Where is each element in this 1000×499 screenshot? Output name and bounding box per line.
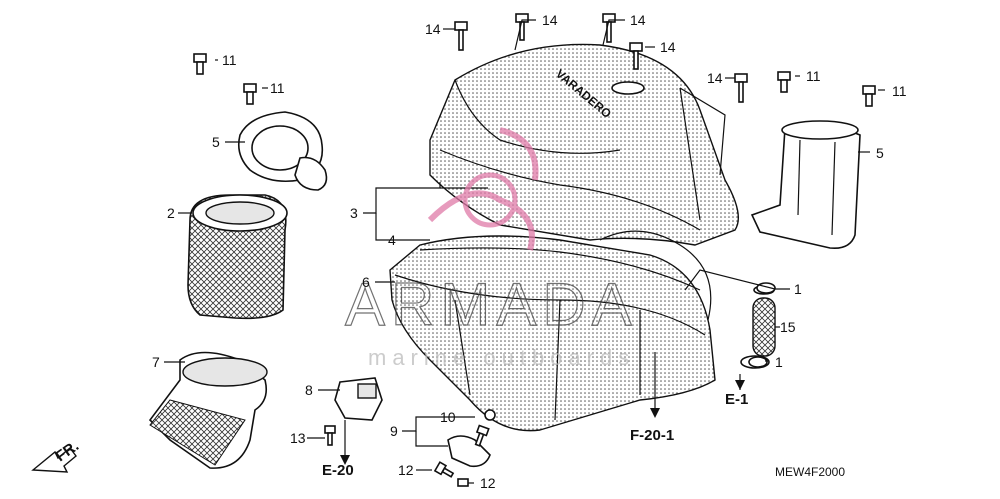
callout-2[interactable]: 2 <box>167 205 175 221</box>
ref-e-20[interactable]: E-20 <box>322 462 354 479</box>
callout-14[interactable]: 14 <box>707 70 723 86</box>
callout-12[interactable]: 12 <box>398 462 414 478</box>
callout-4[interactable]: 4 <box>388 232 396 248</box>
callout-7[interactable]: 7 <box>152 354 160 370</box>
callout-3[interactable]: 3 <box>350 205 358 221</box>
callout-1[interactable]: 1 <box>775 354 783 370</box>
air-duct <box>148 351 268 469</box>
callout-11[interactable]: 11 <box>222 52 237 68</box>
reference-arrows <box>31 380 745 473</box>
callout-12[interactable]: 12 <box>480 475 496 491</box>
drain-tube <box>740 285 776 369</box>
breather-joint <box>447 409 496 468</box>
callout-5[interactable]: 5 <box>212 134 220 150</box>
callout-5[interactable]: 5 <box>876 145 884 161</box>
callout-13[interactable]: 13 <box>290 430 306 446</box>
callout-14[interactable]: 14 <box>542 12 558 28</box>
callout-14[interactable]: 14 <box>630 12 646 28</box>
air-cleaner-side-cover <box>750 120 861 250</box>
callout-6[interactable]: 6 <box>362 274 370 290</box>
callout-14[interactable]: 14 <box>425 21 441 37</box>
callout-14[interactable]: 14 <box>660 39 676 55</box>
callout-numbers: 11 11 5 2 3 4 6 7 8 13 9 10 12 12 14 14 … <box>152 12 907 491</box>
callout-11[interactable]: 11 <box>806 68 821 84</box>
leader-lines <box>164 19 885 484</box>
ref-f-20-1[interactable]: F-20-1 <box>630 427 674 444</box>
diagram-code: MEW4F2000 <box>775 465 845 479</box>
callout-11[interactable]: 11 <box>270 80 285 96</box>
callout-10[interactable]: 10 <box>440 409 456 425</box>
callout-9[interactable]: 9 <box>390 423 398 439</box>
bolts <box>193 13 876 487</box>
air-cleaner-cover: VARADERO <box>429 43 739 246</box>
intake-air-sensor <box>334 377 383 421</box>
air-filter-element <box>187 194 288 320</box>
watermark-tagline: marine outboards <box>368 345 635 370</box>
watermark: ARMADA marine outboards <box>344 127 638 370</box>
callout-1[interactable]: 1 <box>794 281 802 297</box>
callout-8[interactable]: 8 <box>305 382 313 398</box>
callout-11[interactable]: 11 <box>892 83 907 99</box>
callout-15[interactable]: 15 <box>780 319 796 335</box>
watermark-brand: ARMADA <box>345 271 638 338</box>
ref-e-1[interactable]: E-1 <box>725 391 748 408</box>
air-cleaner-seal-left <box>237 111 328 191</box>
air-cleaner-case <box>389 230 716 432</box>
